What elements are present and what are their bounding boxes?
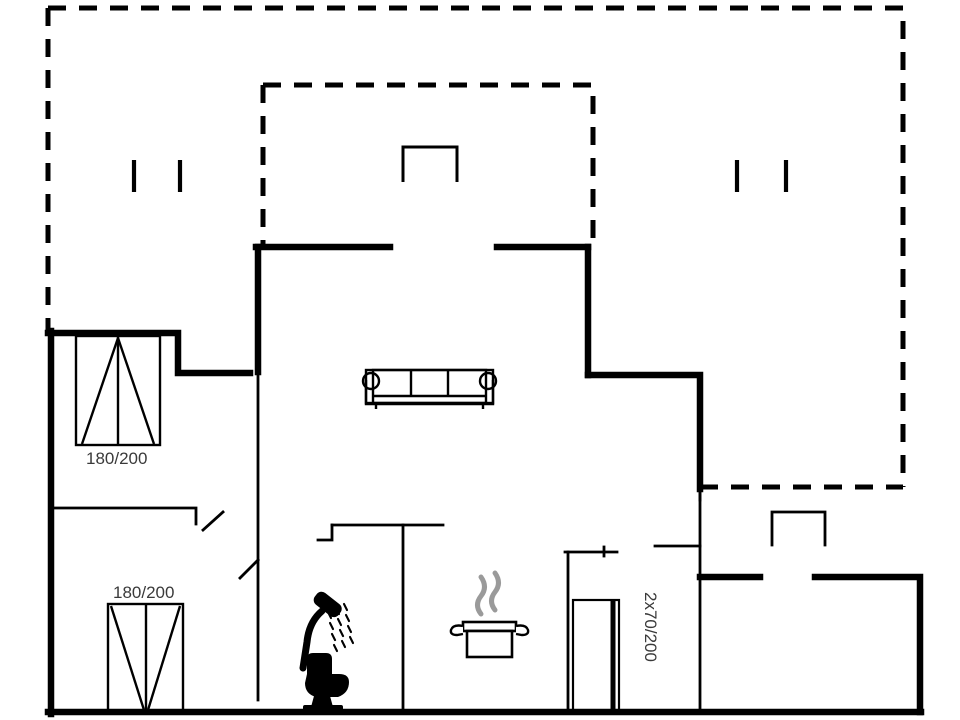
cooking-pot-icon — [449, 570, 530, 659]
wall-upper-left-step — [44, 329, 254, 377]
bunk-outline — [571, 598, 621, 714]
bed-upper-left-label: 180/200 — [86, 449, 147, 468]
sofa-arm-right — [478, 371, 498, 391]
walls-thick — [44, 243, 925, 718]
walls-thin — [51, 371, 827, 714]
wall-bath-left-step — [316, 523, 334, 542]
bed-lower-left-label: 180/200 — [113, 583, 174, 602]
window-tick-marks — [131, 160, 789, 192]
door-swing-center — [238, 558, 260, 580]
sofa-body — [364, 368, 495, 405]
wall-right-step — [584, 371, 704, 493]
wall-bottom-right-room2 — [811, 573, 924, 716]
water-droplets — [326, 602, 355, 653]
wall-hall-left — [51, 506, 198, 526]
toilet-icon — [303, 653, 349, 711]
bunk-bed-icon — [571, 598, 621, 714]
door-swing-hall-left — [201, 510, 225, 532]
shower-head-icon — [299, 591, 355, 672]
steam-icon — [475, 570, 501, 617]
terrace-dashed-rect — [260, 82, 596, 250]
double-bed-icon — [74, 334, 162, 447]
bed-quilt-left — [80, 337, 120, 445]
sofa-icon — [361, 368, 498, 409]
sofa-frame — [371, 368, 488, 405]
outer-boundary-dashed — [45, 5, 906, 490]
sofa-arm-left — [361, 371, 381, 391]
chimney-niche — [401, 145, 459, 182]
sofa-outer — [364, 380, 495, 406]
bed-quilt-left — [109, 605, 146, 711]
bunk-bed-label: 2x70/200 — [641, 592, 660, 662]
niche-bottom-right — [770, 510, 827, 547]
bed-quilt-right — [116, 337, 156, 445]
double-bed-icon — [106, 602, 185, 714]
bed-quilt-right — [146, 605, 182, 711]
